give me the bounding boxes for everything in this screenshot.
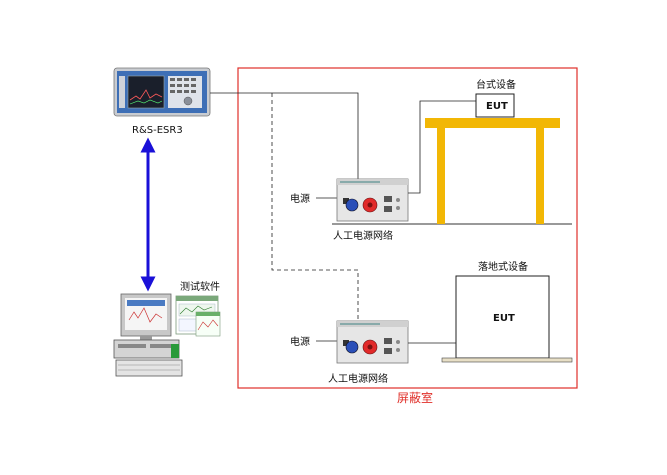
top-lisn-icon	[336, 178, 409, 222]
shielded-room-border	[237, 67, 578, 389]
top-lisn-power-label: 电源	[290, 192, 310, 205]
bottom-lisn-power-label: 电源	[290, 335, 310, 348]
software-screenshot-icon	[175, 295, 221, 337]
bottom-lisn-icon	[336, 320, 409, 364]
receiver-label: R&S-ESR3	[132, 125, 183, 136]
tabletop-equipment-label: 台式设备	[476, 78, 516, 91]
test-table-icon	[425, 118, 560, 224]
receiver-to-bottom-lisn-cable	[271, 93, 359, 322]
floorstanding-equipment-label: 落地式设备	[478, 260, 528, 273]
computer-icon	[113, 293, 183, 377]
bottom-lisn-name-label: 人工电源网络	[328, 372, 388, 385]
top-lisn-name-label: 人工电源网络	[333, 229, 393, 242]
shielded-room-label: 屏蔽室	[397, 390, 433, 405]
floorstanding-eut-label: EUT	[493, 313, 515, 324]
software-label: 测试软件	[180, 280, 220, 293]
receiver-icon	[113, 67, 211, 117]
receiver-to-top-lisn-cable	[210, 92, 359, 184]
floorstanding-eut-box	[455, 275, 550, 359]
tabletop-eut-box	[475, 93, 515, 118]
top-lisn-to-eut-cable	[408, 100, 476, 194]
tabletop-eut-label: EUT	[486, 101, 508, 112]
floorstanding-support	[441, 357, 573, 363]
